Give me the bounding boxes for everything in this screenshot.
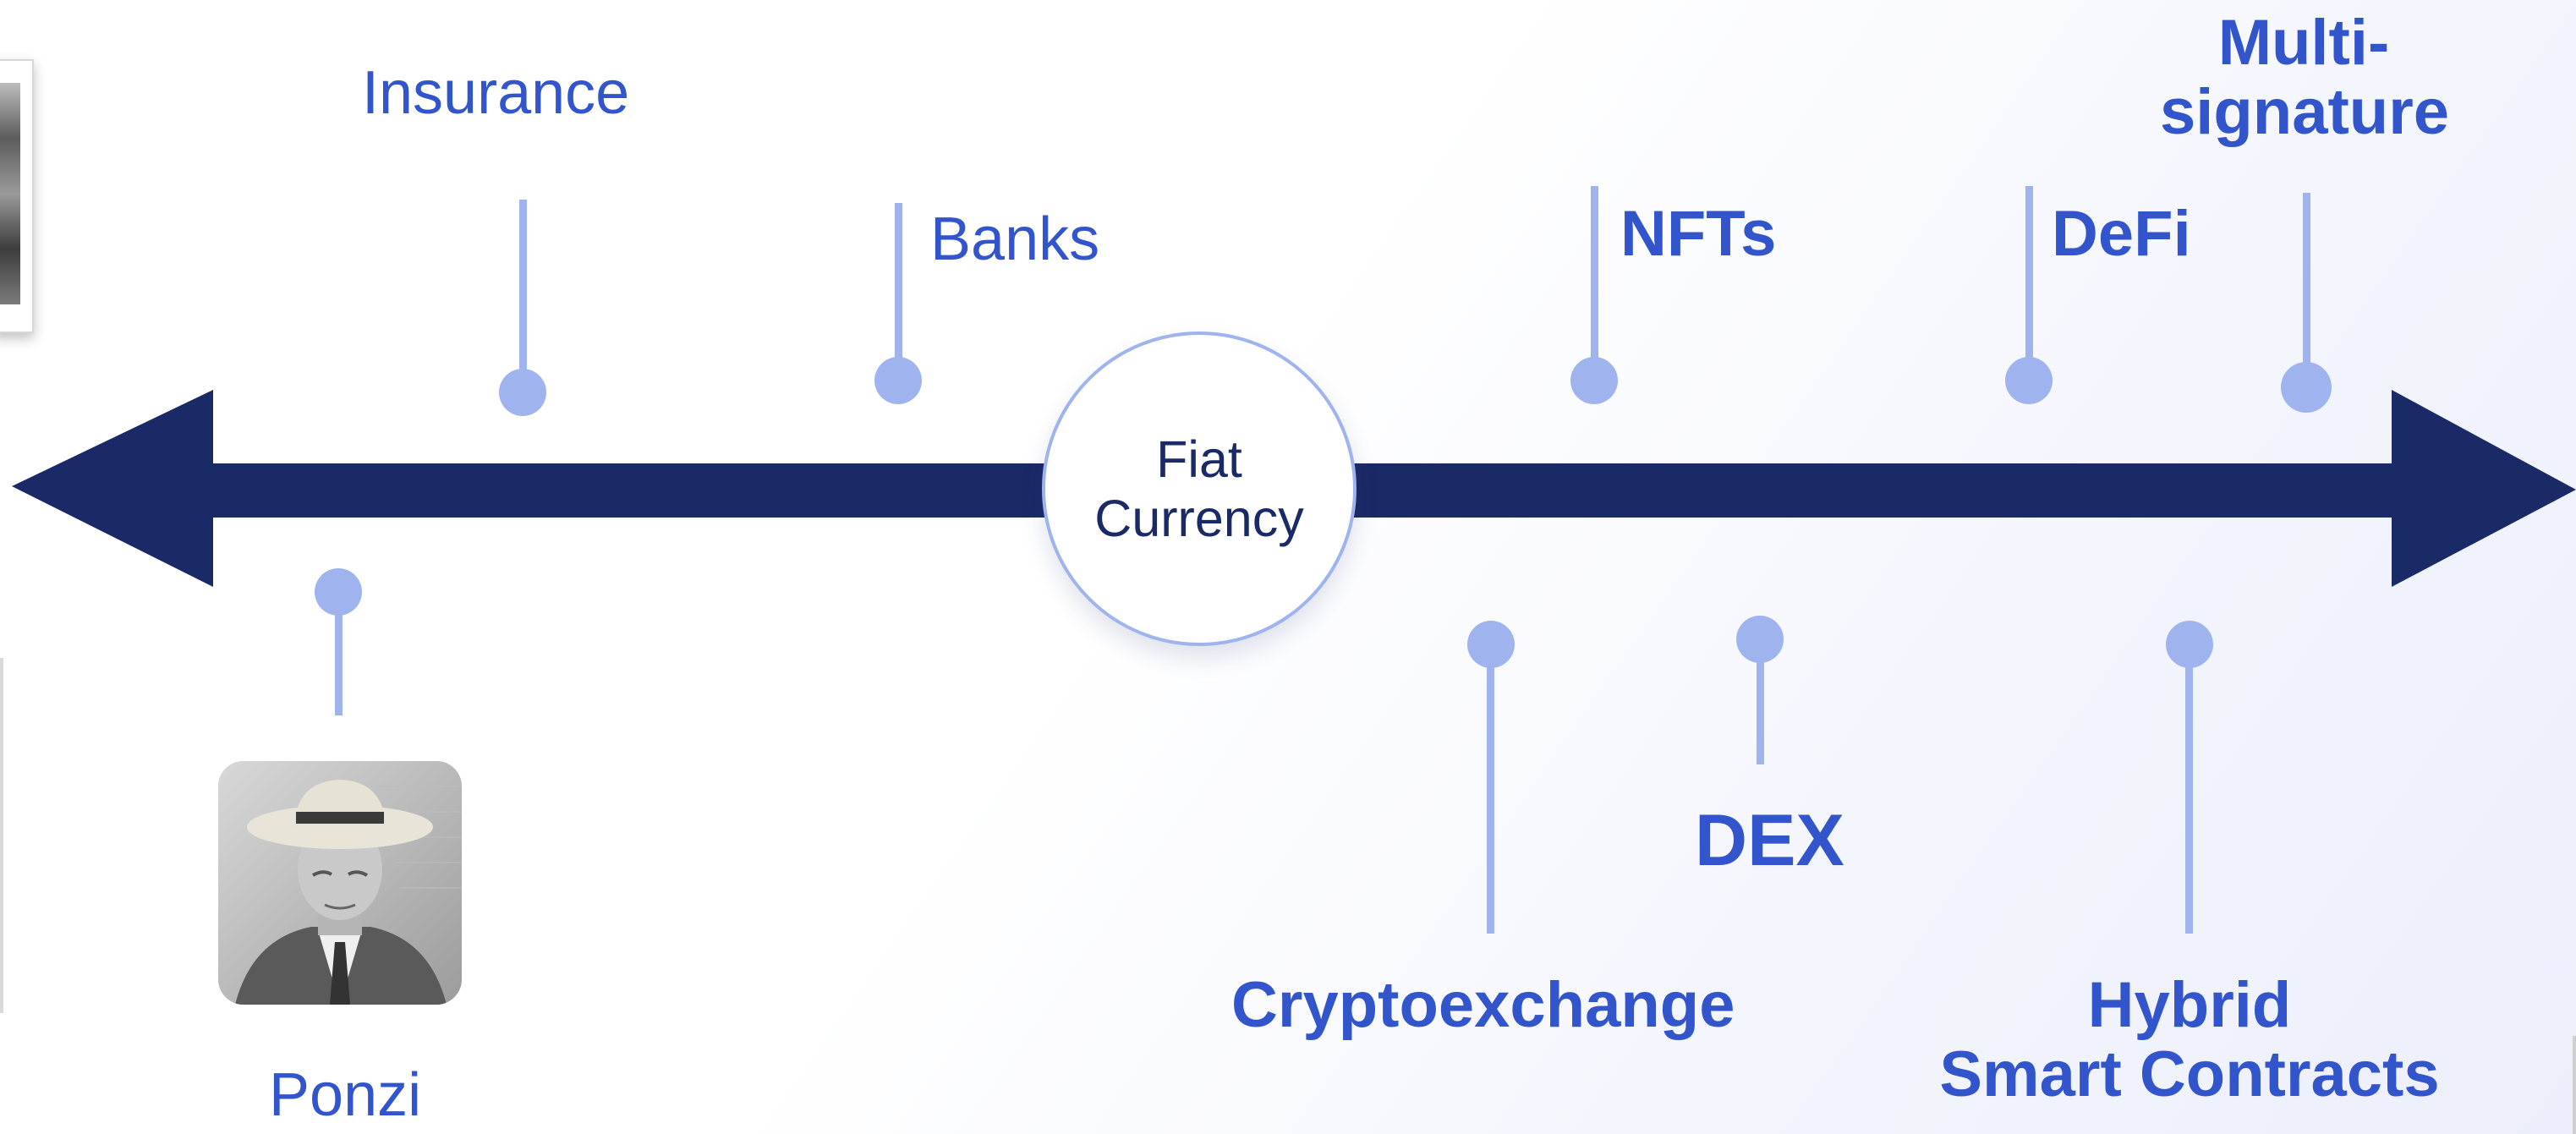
- label-nfts: NFTs: [1620, 198, 1777, 270]
- marker-banks: [874, 203, 922, 404]
- partial-frame-edge-right: [2573, 1036, 2576, 1134]
- fiat-currency-label: Fiat Currency: [1094, 430, 1303, 548]
- partial-photo-left: [0, 59, 34, 333]
- marker-multisig: [2281, 193, 2332, 413]
- label-multisig: Multi- signature: [2160, 7, 2450, 148]
- ponzi-portrait-photo: [218, 761, 462, 1005]
- center-line-1: Fiat: [1156, 430, 1242, 488]
- partial-photo-image: [0, 83, 20, 304]
- marker-insurance: [499, 200, 546, 416]
- label-insurance: Insurance: [362, 59, 630, 127]
- ponzi-portrait-drawing: [218, 761, 462, 1005]
- marker-nfts: [1570, 186, 1618, 404]
- label-multisig-line-2: signature: [2160, 76, 2450, 148]
- label-defi: DeFi: [2052, 198, 2191, 270]
- center-line-2: Currency: [1094, 490, 1304, 547]
- marker-cryptoexchange: [1467, 621, 1515, 934]
- label-ponzi: Ponzi: [269, 1061, 422, 1129]
- marker-defi: [2005, 186, 2053, 404]
- fiat-currency-node: Fiat Currency: [1042, 331, 1357, 646]
- partial-frame-edge-left: [0, 658, 3, 1013]
- label-hybrid-line-1: Hybrid: [2087, 969, 2292, 1041]
- marker-hybrid: [2166, 621, 2213, 934]
- label-hybrid: Hybrid Smart Contracts: [1932, 971, 2447, 1109]
- label-cryptoexchange: Cryptoexchange: [1231, 969, 1735, 1041]
- label-multisig-line-1: Multi-: [2217, 7, 2390, 79]
- label-dex: DEX: [1695, 800, 1844, 881]
- marker-ponzi: [315, 568, 362, 715]
- label-banks: Banks: [930, 205, 1100, 273]
- label-hybrid-line-2: Smart Contracts: [1939, 1038, 2440, 1110]
- left-arrowhead-icon: [12, 390, 213, 587]
- right-arrowhead-icon: [2392, 390, 2576, 587]
- marker-dex: [1736, 616, 1784, 764]
